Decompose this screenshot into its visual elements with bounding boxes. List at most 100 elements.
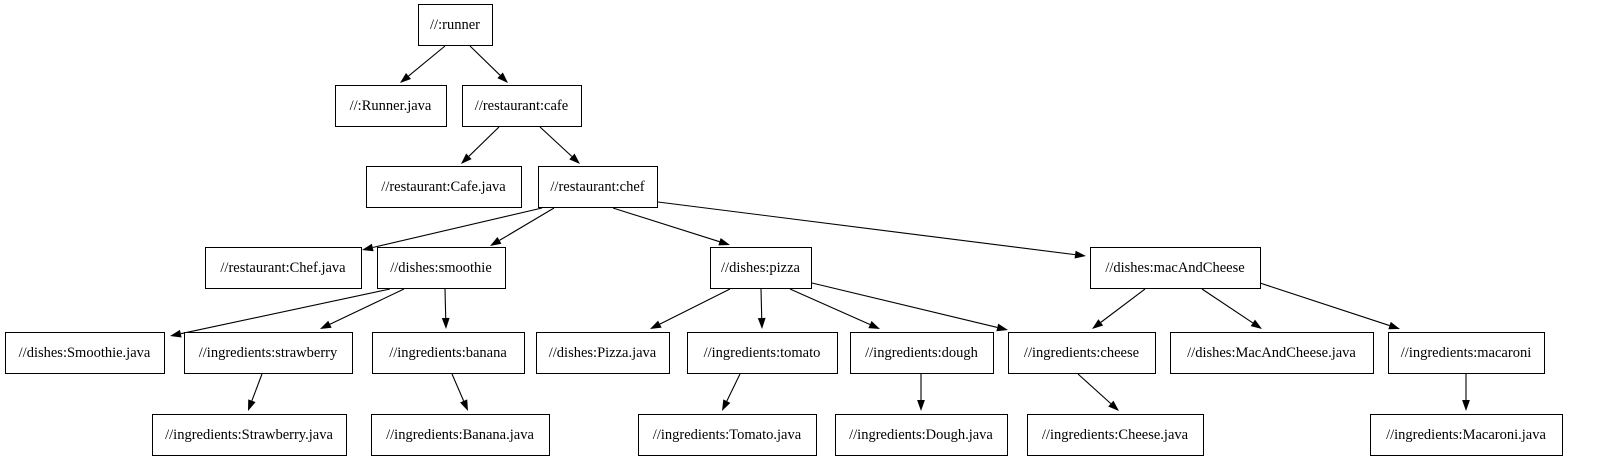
edge-line	[1100, 288, 1146, 323]
node-box[interactable]	[184, 332, 353, 374]
node-label: //ingredients:macaroni	[1401, 345, 1531, 361]
arrowhead-icon	[917, 400, 925, 411]
graph-node-dishes_smoothie[interactable]: //dishes:smoothie	[377, 247, 506, 289]
arrowhead-icon	[400, 73, 411, 83]
edge-dishes_pizza-to-ing_cheese	[811, 282, 1008, 332]
edge-line	[657, 201, 1076, 256]
arrowhead-icon	[718, 237, 730, 246]
node-label: //ingredients:dough	[865, 345, 979, 361]
node-box[interactable]	[835, 414, 1008, 456]
node-label: //ingredients:Strawberry.java	[165, 427, 333, 443]
edge-line	[444, 288, 447, 319]
node-box[interactable]	[1090, 247, 1261, 289]
edge-line	[499, 207, 555, 241]
edge-line	[539, 126, 573, 157]
node-box[interactable]	[1388, 332, 1545, 374]
node-box[interactable]	[538, 166, 658, 208]
edge-ing_cheese-to-cheese_java	[1077, 373, 1119, 411]
node-label: //ingredients:Tomato.java	[653, 427, 802, 443]
node-box[interactable]	[536, 332, 670, 374]
node-box[interactable]	[418, 4, 493, 46]
node-box[interactable]	[371, 414, 550, 456]
node-box[interactable]	[687, 332, 838, 374]
arrowhead-icon	[650, 320, 662, 329]
arrowhead-icon	[868, 320, 880, 329]
node-label: //dishes:pizza	[721, 260, 800, 276]
arrowhead-icon	[1462, 400, 1470, 411]
graph-node-ing_dough[interactable]: //ingredients:dough	[850, 332, 994, 374]
edge-line	[789, 288, 871, 326]
node-label: //dishes:Pizza.java	[549, 345, 657, 361]
node-label: //ingredients:banana	[389, 345, 507, 361]
node-box[interactable]	[5, 332, 165, 374]
graph-node-macandcheese_java[interactable]: //dishes:MacAndCheese.java	[1170, 332, 1374, 374]
node-box[interactable]	[638, 414, 817, 456]
arrowhead-icon	[569, 153, 580, 164]
edge-ing_strawberry-to-strawberry_java	[248, 373, 263, 411]
arrowhead-icon	[722, 399, 731, 411]
graph-node-ing_cheese[interactable]: //ingredients:cheese	[1008, 332, 1156, 374]
edge-runner-to-restaurant_cafe	[469, 45, 508, 83]
node-box[interactable]	[205, 247, 362, 289]
node-label: //dishes:MacAndCheese.java	[1187, 345, 1356, 361]
graph-node-runner_java[interactable]: //:Runner.java	[335, 85, 447, 127]
node-box[interactable]	[372, 332, 525, 374]
node-box[interactable]	[462, 85, 582, 127]
graph-node-tomato_java[interactable]: //ingredients:Tomato.java	[638, 414, 817, 456]
edge-dishes_smoothie-to-ing_strawberry	[320, 288, 405, 329]
graph-node-ing_banana[interactable]: //ingredients:banana	[372, 332, 525, 374]
arrowhead-icon	[757, 317, 766, 329]
edge-dishes_pizza-to-ing_tomato	[757, 288, 766, 329]
node-box[interactable]	[710, 247, 812, 289]
graph-node-macaroni_java[interactable]: //ingredients:Macaroni.java	[1370, 414, 1563, 456]
arrowhead-icon	[320, 320, 332, 329]
edge-dishes_macandchee-to-ing_cheese	[1092, 288, 1146, 329]
arrowhead-icon	[1250, 319, 1262, 329]
node-label: //ingredients:cheese	[1024, 345, 1139, 361]
graph-node-cheese_java[interactable]: //ingredients:Cheese.java	[1027, 414, 1204, 456]
node-box[interactable]	[335, 85, 447, 127]
graph-node-dishes_macandchee[interactable]: //dishes:macAndCheese	[1090, 247, 1261, 289]
graph-node-runner[interactable]: //:runner	[418, 4, 493, 46]
graph-node-restaurant_chef[interactable]: //restaurant:chef	[538, 166, 658, 208]
node-box[interactable]	[1027, 414, 1204, 456]
node-label: //restaurant:chef	[550, 179, 644, 195]
arrowhead-icon	[1108, 400, 1119, 411]
arrowhead-icon	[1074, 250, 1086, 259]
graph-node-ing_macaroni[interactable]: //ingredients:macaroni	[1388, 332, 1545, 374]
graph-node-ing_tomato[interactable]: //ingredients:tomato	[687, 332, 838, 374]
node-label: //restaurant:Chef.java	[220, 260, 346, 276]
node-box[interactable]	[152, 414, 347, 456]
graph-node-smoothie_java[interactable]: //dishes:Smoothie.java	[5, 332, 165, 374]
node-box[interactable]	[1008, 332, 1156, 374]
edges-layer	[170, 45, 1470, 411]
graph-node-pizza_java[interactable]: //dishes:Pizza.java	[536, 332, 670, 374]
edge-line	[1077, 373, 1112, 405]
graph-node-strawberry_java[interactable]: //ingredients:Strawberry.java	[152, 414, 347, 456]
graph-node-dough_java[interactable]: //ingredients:Dough.java	[835, 414, 1008, 456]
node-box[interactable]	[366, 166, 522, 208]
edge-restaurant_chef-to-chef_java	[362, 207, 543, 252]
node-box[interactable]	[1370, 414, 1563, 456]
edge-line	[408, 45, 446, 77]
graph-node-chef_java[interactable]: //restaurant:Chef.java	[205, 247, 362, 289]
node-label: //:Runner.java	[350, 98, 432, 114]
node-label: //ingredients:Macaroni.java	[1386, 427, 1546, 443]
edge-dishes_macandchee-to-macandcheese_java	[1201, 288, 1262, 329]
node-label: //dishes:macAndCheese	[1105, 260, 1244, 276]
graph-node-cafe_java[interactable]: //restaurant:Cafe.java	[366, 166, 522, 208]
edge-ing_macaroni-to-macaroni_java	[1462, 374, 1470, 411]
graph-node-ing_strawberry[interactable]: //ingredients:strawberry	[184, 332, 353, 374]
graph-node-restaurant_cafe[interactable]: //restaurant:cafe	[462, 85, 582, 127]
node-box[interactable]	[377, 247, 506, 289]
node-label: //dishes:Smoothie.java	[19, 345, 151, 361]
node-box[interactable]	[1170, 332, 1374, 374]
graph-node-banana_java[interactable]: //ingredients:Banana.java	[371, 414, 550, 456]
node-box[interactable]	[850, 332, 994, 374]
node-label: //restaurant:cafe	[475, 98, 568, 114]
arrowhead-icon	[248, 399, 256, 411]
node-label: //restaurant:Cafe.java	[381, 179, 506, 195]
arrowhead-icon	[497, 72, 508, 83]
edge-ing_tomato-to-tomato_java	[722, 373, 741, 411]
graph-node-dishes_pizza[interactable]: //dishes:pizza	[710, 247, 812, 289]
